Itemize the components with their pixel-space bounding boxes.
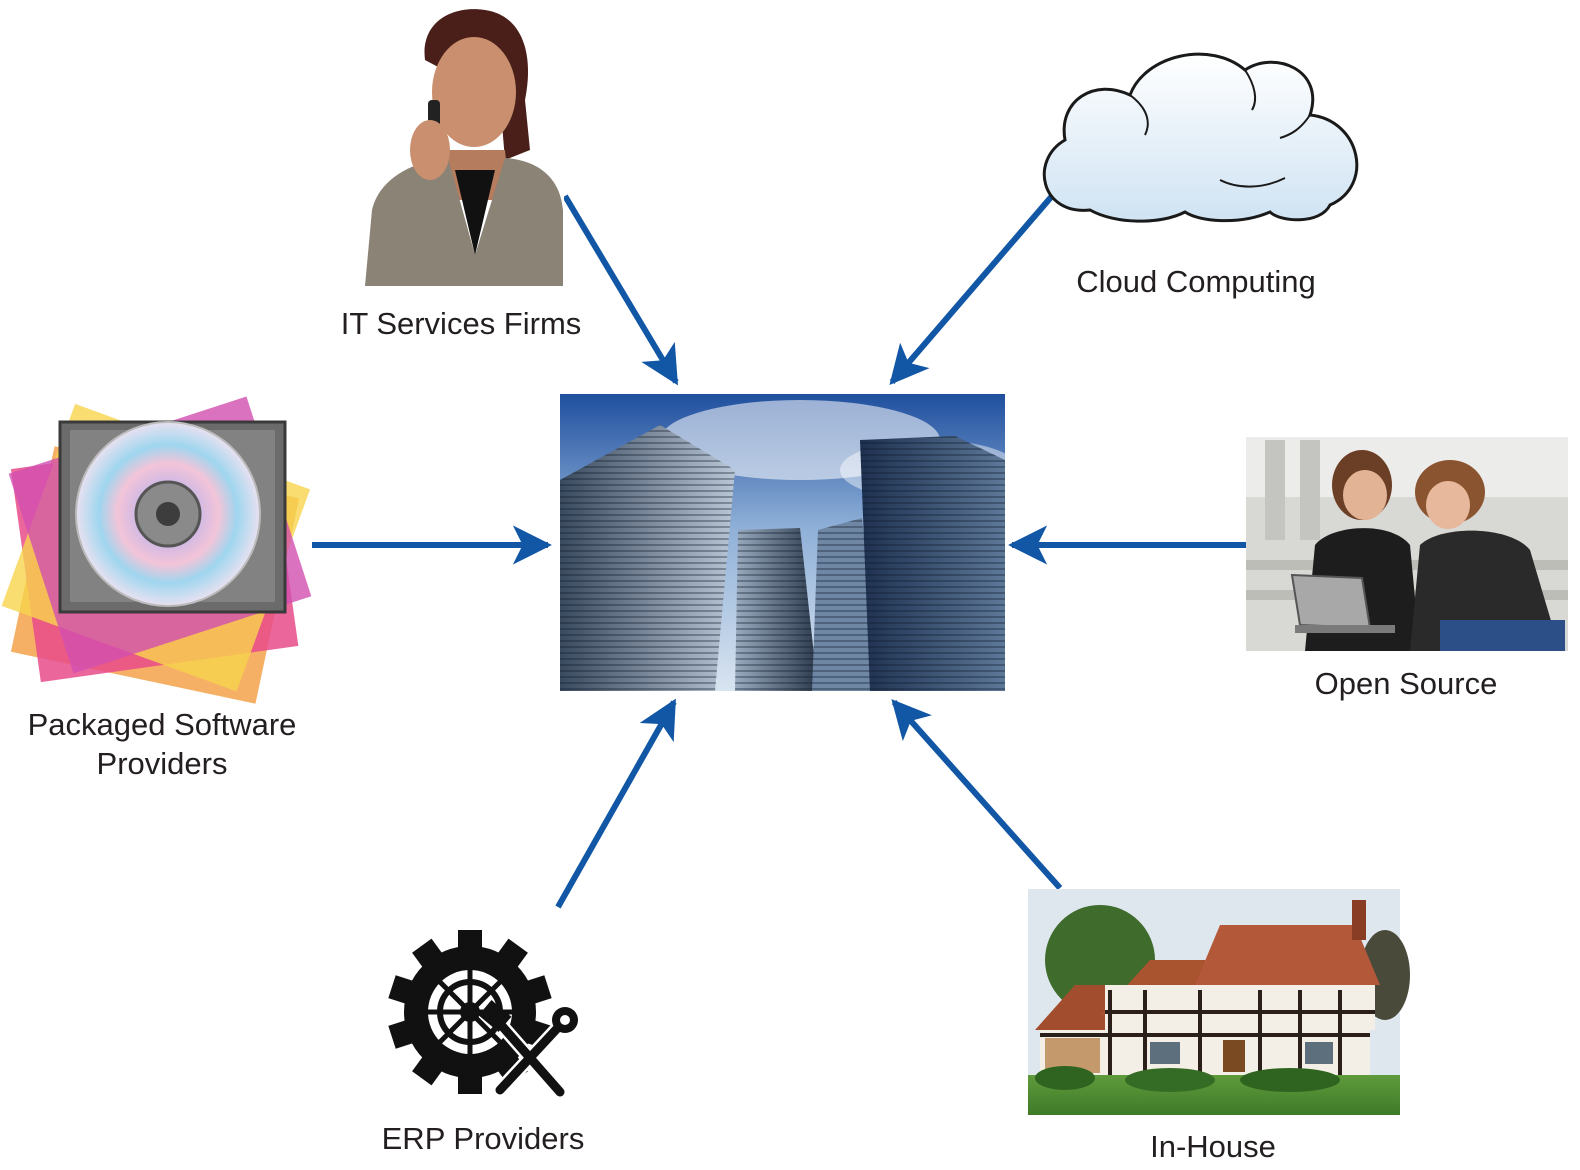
arrow-cloud (889, 194, 1055, 385)
students-laptop-photo (1246, 437, 1568, 651)
arrow-in-house (891, 699, 1063, 890)
arrow-erp (555, 698, 677, 909)
label-it-services: IT Services Firms (341, 306, 582, 341)
house-photo (1028, 889, 1410, 1115)
label-cloud: Cloud Computing (1076, 264, 1316, 299)
label-erp: ERP Providers (382, 1121, 585, 1156)
label-open-source: Open Source (1315, 666, 1498, 701)
cd-case-stack-photo (1, 396, 312, 704)
labels: IT Services Firms Cloud Computing Packag… (28, 264, 1498, 1164)
skyscrapers-photo (560, 394, 1020, 691)
label-packaged-line1: Packaged Software (28, 707, 297, 742)
arrow-it-services (562, 194, 679, 386)
cloud-icon (1042, 52, 1359, 223)
label-in-house: In-House (1150, 1129, 1276, 1164)
label-packaged-line2: Providers (97, 746, 228, 781)
arrows (312, 194, 1246, 909)
gear-wrench-icon (388, 930, 578, 1099)
businesswoman-phone-photo (358, 6, 564, 286)
